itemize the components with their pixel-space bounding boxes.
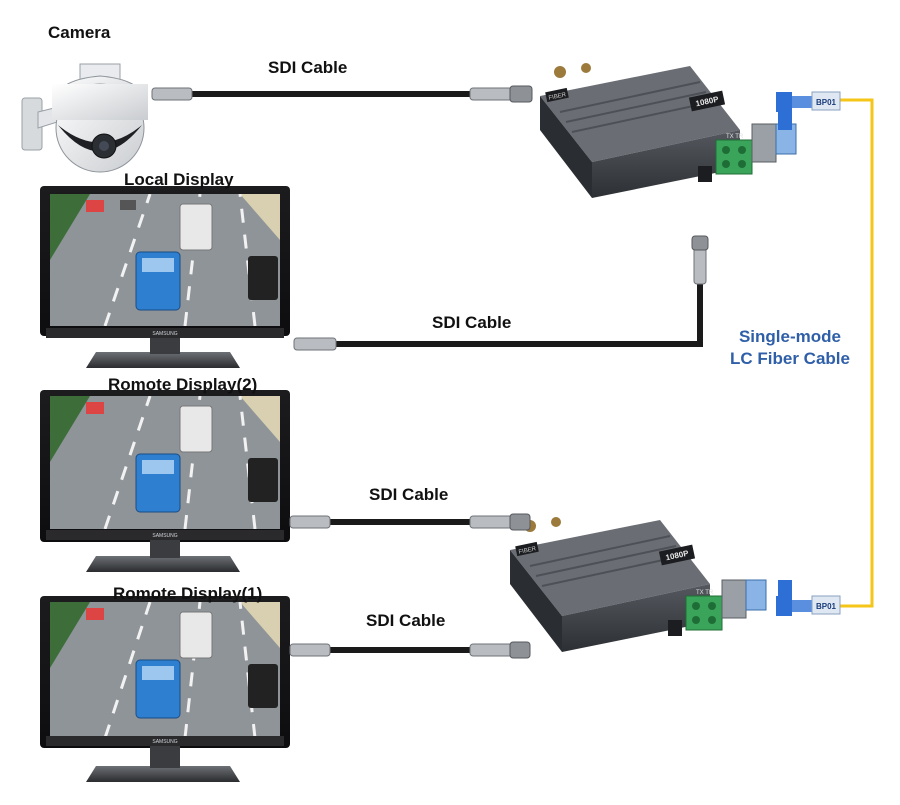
monitor-local: SAMSUNG <box>40 186 290 368</box>
monitor-remote-2: SAMSUNG <box>40 390 290 572</box>
fiber-receiver: 1080P FIBER TX TR <box>510 517 767 652</box>
label-fiber-cable: Single-mode LC Fiber Cable <box>730 326 850 370</box>
label-fiber-line1: Single-mode <box>738 327 841 346</box>
label-remote-display-2: Romote Display(2) <box>108 375 258 394</box>
monitor-brand: SAMSUNG <box>152 331 177 337</box>
sdi-cable-remote-1 <box>289 641 531 659</box>
label-camera: Camera <box>48 23 111 42</box>
sdi-cable-remote-2 <box>289 513 531 531</box>
label-sdi-cable-3: SDI Cable <box>369 485 449 504</box>
sfp-tag: BP01 <box>816 602 837 611</box>
device-brand-badge: FIBER <box>548 92 567 102</box>
monitor-brand: SAMSUNG <box>152 739 177 745</box>
label-fiber-line2: LC Fiber Cable <box>730 349 850 368</box>
single-mode-fiber-cable <box>838 98 874 608</box>
label-sdi-cable-2: SDI Cable <box>432 313 512 332</box>
monitor-brand: SAMSUNG <box>152 533 177 539</box>
fiber-transmitter: 1080P FIBER TX TR <box>540 63 797 198</box>
label-remote-display-1: Romote Display(1) <box>113 584 263 603</box>
device-port-text: TX TR <box>726 134 744 140</box>
sdi-cable-local-display <box>293 235 709 351</box>
label-sdi-cable-4: SDI Cable <box>366 611 446 630</box>
sdi-cable-camera <box>151 85 533 103</box>
sfp-tag: BP01 <box>816 98 837 107</box>
device-brand-badge: FIBER <box>518 546 537 556</box>
traffic-screen <box>50 602 280 738</box>
monitor-remote-1: SAMSUNG <box>40 596 290 782</box>
traffic-screen <box>50 194 280 326</box>
device-port-text: TX TR <box>696 590 714 596</box>
traffic-screen <box>50 396 280 529</box>
ptz-camera <box>21 63 148 173</box>
lc-connector-top: BP01 <box>776 91 841 130</box>
label-local-display: Local Display <box>124 170 234 189</box>
label-sdi-cable-1: SDI Cable <box>268 58 348 77</box>
lc-connector-bottom: BP01 <box>776 580 841 616</box>
